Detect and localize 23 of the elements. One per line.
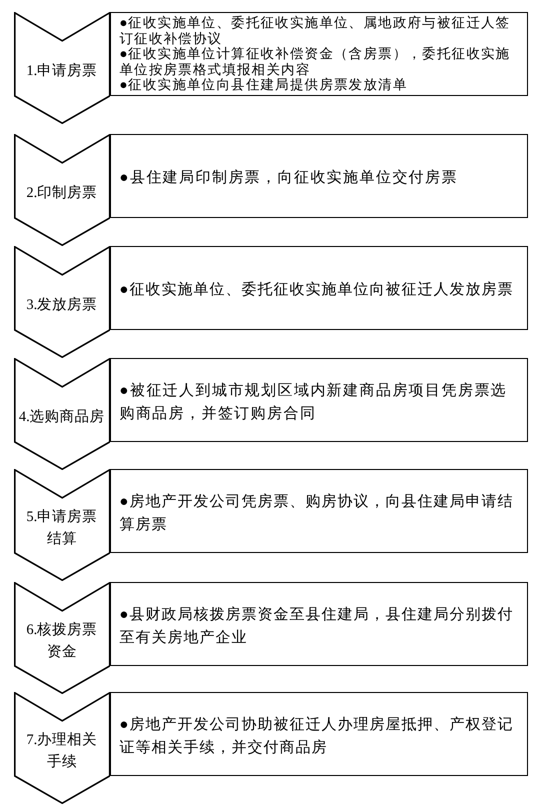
chevron-shape [14, 692, 110, 804]
chevron-shape [14, 582, 110, 694]
step-label: 5.申请房票结算 [25, 508, 98, 549]
step-label: 4.选购商品房 [18, 408, 106, 427]
step-label: 6.核拨房票资金 [25, 620, 98, 662]
description-text: ●县住建局印制房票，向征收实施单位交付房票 [119, 168, 459, 188]
description-text: ●被征迁人到城市规划区域内新建商品房项目凭房票选购商品房，并签订购房合同 [119, 381, 508, 424]
description-text: ●县财政局核拨房票资金至县住建局，县住建局分别拨付至有关房地产企业 [119, 605, 514, 648]
step-label: 2.印制房票 [25, 184, 98, 203]
description-text: ●征收实施单位、委托征收实施单位向被征迁人发放房票 [119, 280, 514, 300]
chevron-shape [14, 358, 110, 470]
step-label: 7.办理相关手续 [25, 731, 98, 772]
description-text: ●房地产开发公司协助被征迁人办理房屋抵押、产权登记证等相关手续，并交付商品房 [119, 715, 514, 758]
chevron-shape [14, 134, 110, 246]
description-text: ●征收实施单位、委托征收实施单位、属地政府与被征迁人签订征收补偿协议 [119, 15, 512, 46]
chevron-shape [14, 12, 110, 124]
description-text: ●征收实施单位向县住建局提供房票发放清单 [119, 77, 409, 93]
description-text: ●房地产开发公司凭房票、购房协议，向县住建局申请结算房票 [119, 492, 514, 535]
chevron-shape [14, 246, 110, 358]
step-label: 3.发放房票 [25, 296, 98, 315]
chevron-shape [14, 469, 110, 581]
description-text: ●征收实施单位计算征收补偿资金（含房票），委托征收实施单位按房票格式填报相关内容 [119, 46, 512, 78]
step-label: 1.申请房票 [25, 62, 98, 81]
